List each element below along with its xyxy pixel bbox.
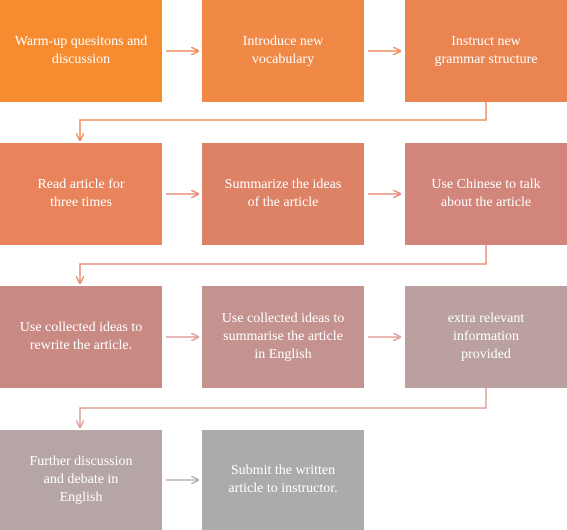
arrow-9-10 — [80, 388, 487, 427]
step-label: Further discussion and debate in English — [29, 454, 133, 505]
step-label: Read article for three times — [37, 177, 125, 210]
step-rewrite-article: Use collected ideas to rewrite the artic… — [0, 286, 162, 388]
step-submit-article: Submit the written article to instructor… — [202, 430, 364, 530]
arrow-6-7 — [80, 244, 487, 283]
step-warm-up: Warm-up quesitons and discussion — [0, 0, 162, 102]
step-further-discussion: Further discussion and debate in English — [0, 430, 162, 530]
step-use-chinese: Use Chinese to talk about the article — [405, 143, 567, 245]
step-label: extra relevant information provided — [447, 311, 525, 362]
step-instruct-grammar: Instruct new grammar structure — [405, 0, 567, 102]
step-label: Use Chinese to talk about the article — [431, 177, 541, 210]
step-label: Introduce new vocabulary — [242, 34, 324, 67]
step-label: Use collected ideas to rewrite the artic… — [19, 320, 143, 353]
step-extra-information: extra relevant information provided — [405, 286, 567, 388]
step-summarize-ideas: Summarize the ideas of the article — [202, 143, 364, 245]
step-label: Warm-up quesitons and discussion — [14, 34, 148, 67]
step-label: Summarize the ideas of the article — [224, 177, 342, 210]
step-label: Instruct new grammar structure — [434, 34, 538, 67]
step-label: Submit the written article to instructor… — [228, 463, 338, 496]
arrow-3-4 — [80, 102, 487, 140]
step-introduce-vocabulary: Introduce new vocabulary — [202, 0, 364, 102]
step-read-article: Read article for three times — [0, 143, 162, 245]
step-summarise-english: Use collected ideas to summarise the art… — [202, 286, 364, 388]
step-label: Use collected ideas to summarise the art… — [221, 311, 345, 362]
